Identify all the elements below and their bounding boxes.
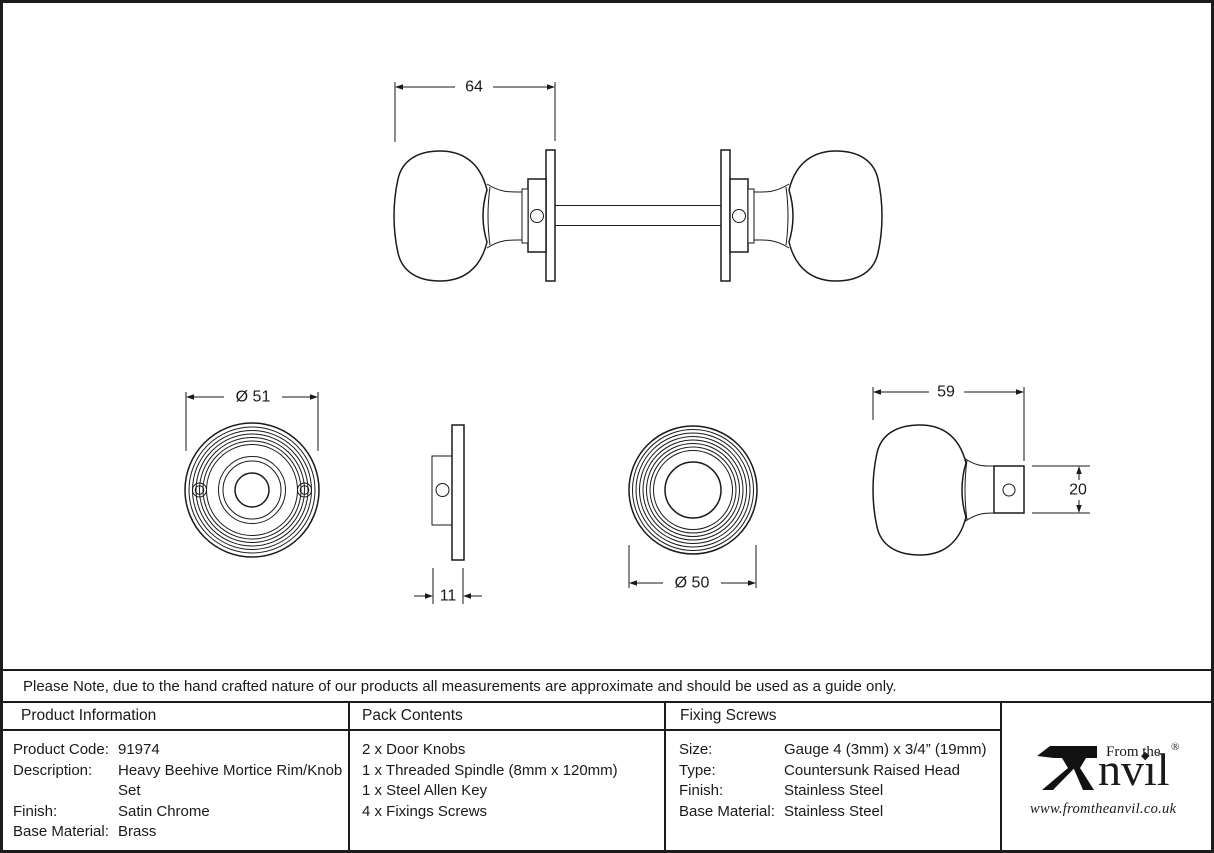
dim-rose-diameter-label: Ø 51 [236, 389, 271, 406]
left-backplate [545, 149, 556, 282]
technical-drawing: 64 [3, 3, 1211, 669]
right-grub-screw [732, 209, 746, 223]
right-knob [788, 150, 883, 282]
diamond-dot-icon: ◆ [1141, 749, 1150, 762]
base-material-row: Base Material: Brass [3, 822, 348, 843]
dim-59-label: 59 [937, 384, 955, 401]
dimension-knob-diameter: Ø 50 [628, 545, 757, 592]
dim-64-label: 64 [465, 79, 483, 96]
rose-front-view: Ø 51 [184, 389, 320, 558]
fixing-screws-header: Fixing Screws [666, 703, 1000, 731]
finish-value: Satin Chrome [118, 802, 210, 820]
screw-size-label: Size: [679, 741, 713, 758]
rose-screw-holes [192, 482, 312, 498]
screw-size-value: Gauge 4 (3mm) x 3/4” (19mm) [784, 741, 987, 758]
rose-side-view: 11 [414, 424, 482, 605]
dim-knob-diameter-label: Ø 50 [675, 575, 710, 592]
dim-20-label: 20 [1069, 482, 1087, 499]
finish-label: Finish: [13, 802, 58, 820]
description-label: Description: [13, 761, 93, 779]
knob-side-view: 59 20 [872, 384, 1090, 556]
logo-website: www.fromtheanvil.co.uk [1030, 801, 1177, 817]
from-the-anvil-logo: From the nvıl ◆ ® www.fromtheanvil.co.uk [1002, 703, 1211, 850]
spindle [554, 205, 722, 226]
knob-collar [993, 465, 1025, 514]
left-grub-screw [530, 209, 544, 223]
dimension-rose-diameter: Ø 51 [185, 389, 319, 451]
knob-bulb [872, 424, 967, 556]
screw-finish-label: Finish: [679, 782, 724, 799]
right-backplate [720, 149, 731, 282]
brand-cell: From the nvıl ◆ ® www.fromtheanvil.co.uk [1000, 703, 1211, 850]
info-table: Product Information Product Code: 91974 … [3, 703, 1211, 850]
knob-front-view: Ø 50 [628, 425, 758, 592]
screw-base-material-value: Stainless Steel [784, 802, 884, 820]
product-code-label: Product Code: [13, 741, 109, 758]
pack-contents-header: Pack Contents [350, 703, 664, 731]
screw-base-material-row: Base Material: Stainless Steel [666, 802, 1000, 823]
product-information-column: Product Information Product Code: 91974 … [3, 703, 348, 850]
dimension-64: 64 [394, 79, 556, 142]
base-material-label: Base Material: [13, 823, 109, 840]
fixing-screws-column: Fixing Screws Size: Gauge 4 (3mm) x 3/4”… [664, 703, 1000, 850]
dimension-20: 20 [1032, 465, 1090, 514]
screw-finish-value: Stainless Steel [784, 782, 884, 799]
left-knob [393, 150, 488, 282]
anvil-icon [1037, 746, 1097, 790]
note-text: Please Note, due to the hand crafted nat… [23, 677, 897, 695]
logo-brand-text: nvıl [1098, 744, 1170, 795]
dimension-rose-depth: 11 [414, 568, 482, 605]
note-bar: Please Note, due to the hand crafted nat… [3, 669, 1211, 703]
screw-type-row: Type: Countersunk Raised Head [666, 761, 1000, 782]
pack-item: 4 x Fixings Screws [362, 802, 488, 820]
product-code-value: 91974 [118, 741, 160, 758]
product-code-row: Product Code: 91974 [3, 740, 348, 761]
registered-mark: ® [1171, 741, 1180, 753]
pack-item: 1 x Steel Allen Key [362, 782, 488, 799]
dimension-59: 59 [872, 384, 1025, 461]
pack-contents-column: Pack Contents 2 x Door Knobs 1 x Threade… [348, 703, 664, 850]
description-value: Heavy Beehive Mortice Rim/Knob Set [118, 761, 343, 800]
knob-set-side-view: 64 [393, 79, 883, 282]
product-information-header: Product Information [3, 703, 348, 731]
spindle-hole [234, 472, 270, 508]
screw-size-row: Size: Gauge 4 (3mm) x 3/4” (19mm) [666, 740, 1000, 761]
base-material-value: Brass [118, 823, 157, 840]
screw-type-label: Type: [679, 761, 716, 779]
pack-item: 2 x Door Knobs [362, 741, 466, 758]
logo-tagline: From the [1106, 744, 1161, 760]
screw-type-value: Countersunk Raised Head [784, 761, 960, 779]
dim-rose-depth-label: 11 [440, 588, 457, 605]
finish-row: Finish: Satin Chrome [3, 802, 348, 823]
pack-item: 1 x Threaded Spindle (8mm x 120mm) [362, 761, 618, 779]
screw-finish-row: Finish: Stainless Steel [666, 781, 1000, 802]
description-row: Description: Heavy Beehive Mortice Rim/K… [3, 761, 348, 802]
screw-base-material-label: Base Material: [679, 802, 775, 820]
